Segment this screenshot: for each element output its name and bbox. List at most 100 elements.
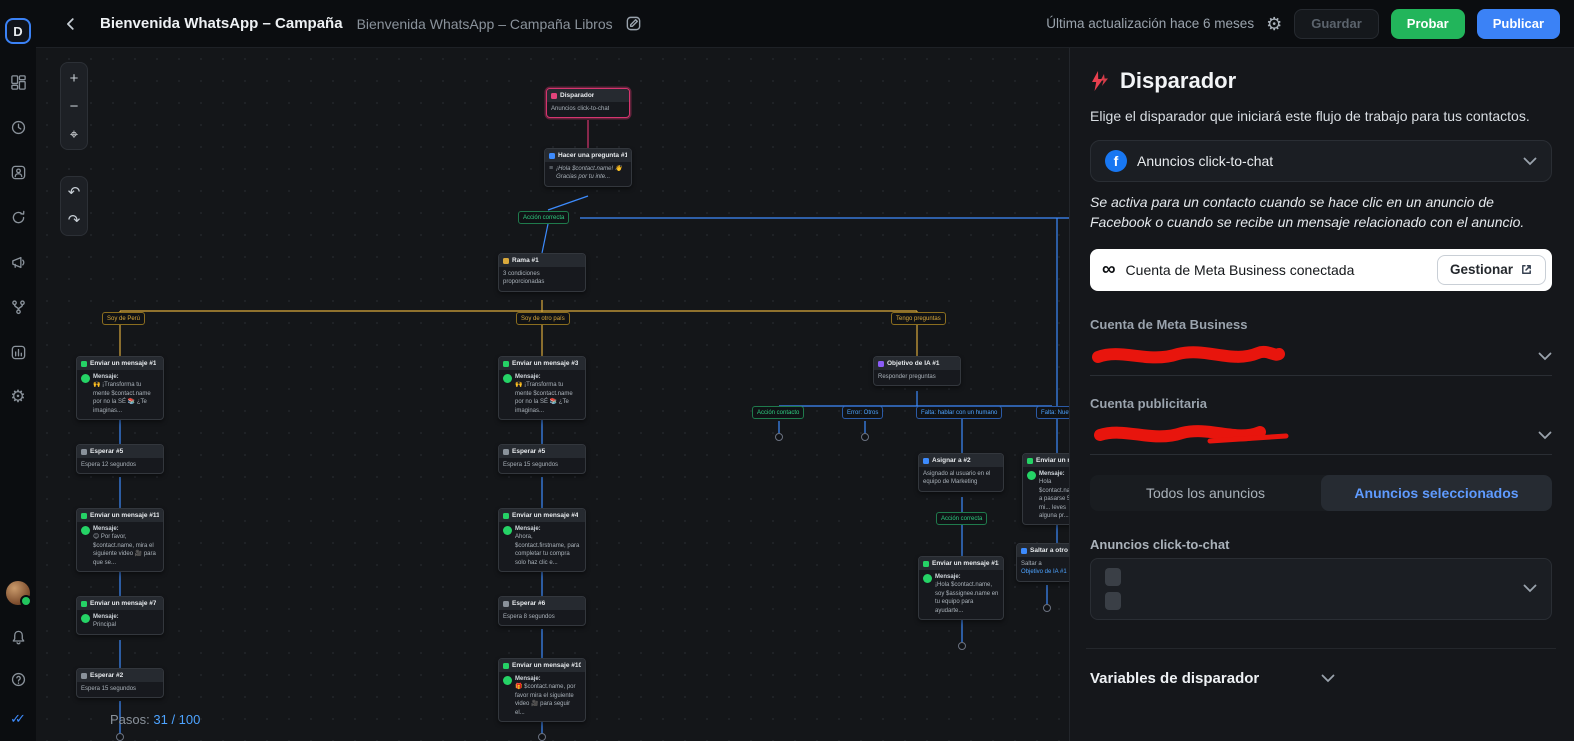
node-title: Enviar un mensaje #1 <box>90 360 157 367</box>
node-body-text: Mensaje:🎁 $contact.name, por favor mira … <box>515 676 576 716</box>
flow-title: Bienvenida WhatsApp – Campaña <box>100 15 343 32</box>
flow-branch-badge[interactable]: Tengo preguntas <box>891 312 946 325</box>
save-button[interactable]: Guardar <box>1294 8 1379 39</box>
trigger-variables-accordion[interactable]: Variables de disparador <box>1090 663 1552 695</box>
node-title: Objetivo de IA #1 <box>887 360 940 367</box>
settings-gear-icon[interactable]: ⚙ <box>10 387 26 406</box>
node-title: Esperar #5 <box>90 448 124 455</box>
flow-branch-badge[interactable]: Acción correcta <box>936 512 988 525</box>
history-icon[interactable] <box>8 117 28 137</box>
undo-button[interactable]: ↶ <box>67 183 81 201</box>
node-title: Enviar un mensaje #4 <box>512 512 579 519</box>
node-title: Enviar un mensaje #3 <box>512 360 579 367</box>
message-icon <box>923 560 929 567</box>
user-avatar[interactable] <box>6 581 32 607</box>
message-icon <box>503 512 509 519</box>
flow-branch-badge[interactable]: Error: Otros <box>842 406 884 419</box>
panel-divider <box>1086 647 1556 649</box>
chevron-down-icon <box>1523 157 1537 166</box>
workspace-logo[interactable]: D <box>5 18 31 44</box>
help-icon[interactable] <box>8 669 28 689</box>
tab-all-ads[interactable]: Todos los anuncios <box>1145 484 1266 501</box>
meta-connected-text: Cuenta de Meta Business conectada <box>1125 261 1355 278</box>
locate-button[interactable]: ⌖ <box>69 125 79 143</box>
question-icon <box>549 152 555 159</box>
flow-branch-badge[interactable]: Acción contacto <box>752 406 805 419</box>
top-bar: Bienvenida WhatsApp – Campaña Bienvenida… <box>36 0 1574 48</box>
flow-node-question[interactable]: Hacer una pregunta #1≡¡Hola $contact.nam… <box>544 148 632 187</box>
dashboard-icon[interactable] <box>8 72 28 92</box>
ad-account-select[interactable] <box>1090 417 1552 455</box>
facebook-icon: f <box>1105 150 1127 172</box>
node-title: Asignar a #2 <box>932 457 971 464</box>
zoom-out-button[interactable]: − <box>69 97 79 115</box>
node-body-text: Mensaje:😊 Por favor, $contact.name, mira… <box>93 526 156 566</box>
analytics-icon[interactable] <box>8 342 28 362</box>
trigger-icon <box>551 92 557 99</box>
flow-branch-badge[interactable]: Soy de Perú <box>102 312 146 325</box>
wait-icon <box>81 672 87 679</box>
node-body-text: Espera 8 segundos <box>503 614 555 620</box>
contacts-icon[interactable] <box>8 162 28 182</box>
double-check-icon[interactable]: ✓✓ <box>10 711 26 726</box>
flow-branch-badge[interactable]: Falta: Nuev... <box>1036 406 1069 419</box>
branch-icon <box>503 257 509 264</box>
back-button[interactable] <box>54 7 88 41</box>
tab-selected-ads[interactable]: Anuncios seleccionados <box>1321 474 1552 511</box>
trigger-settings-panel: Disparador Elige el disparador que inici… <box>1069 48 1574 741</box>
history-controls: ↶ ↷ <box>60 176 88 236</box>
app-sidebar: D ⚙ <box>0 0 36 741</box>
zoom-in-button[interactable]: + <box>69 69 79 87</box>
wait-icon <box>503 600 509 607</box>
flow-branch-badge[interactable]: Soy de otro país <box>516 312 570 325</box>
meta-icon: ∞ <box>1102 259 1116 281</box>
flows-icon[interactable] <box>8 297 28 317</box>
message-icon <box>81 512 87 519</box>
manage-button[interactable]: Gestionar <box>1436 254 1546 285</box>
automation-icon[interactable] <box>8 207 28 227</box>
activation-note: Se activa para un contacto cuando se hac… <box>1090 194 1525 231</box>
flow-node-message[interactable]: Enviar un men...Mensaje:Hola $contact.na… <box>1022 453 1069 526</box>
flow-settings-gear-icon[interactable]: ⚙ <box>1266 13 1283 34</box>
whatsapp-icon <box>503 374 512 383</box>
trigger-type-value: Anuncios click-to-chat <box>1137 153 1274 169</box>
ads-multiselect[interactable] <box>1090 557 1552 620</box>
broadcast-icon[interactable] <box>8 252 28 272</box>
redo-button[interactable]: ↷ <box>67 211 81 229</box>
whatsapp-icon <box>1027 471 1036 480</box>
test-button[interactable]: Probar <box>1390 8 1465 39</box>
trigger-type-select[interactable]: f Anuncios click-to-chat <box>1090 140 1552 182</box>
chevron-down-icon <box>1321 674 1552 683</box>
notifications-bell-icon[interactable] <box>8 627 28 647</box>
edit-title-icon[interactable] <box>625 15 642 32</box>
flow-branch-badge[interactable]: Falta: hablar con un humano <box>916 406 1003 419</box>
flow-node-wait[interactable]: Esperar #5 Espera 12 segundos <box>76 444 164 475</box>
meta-business-select[interactable] <box>1090 338 1552 376</box>
publish-button[interactable]: Publicar <box>1476 8 1560 39</box>
node-body-text: Espera 15 segundos <box>503 462 559 468</box>
node-body-text: Espera 12 segundos <box>81 462 137 468</box>
external-link-icon <box>1522 265 1531 275</box>
node-title: Enviar un mensaje #10 <box>512 662 581 669</box>
flow-branch-badge[interactable]: Acción correcta <box>518 211 570 224</box>
node-title: Esperar #2 <box>90 672 124 679</box>
ai-icon <box>878 360 884 367</box>
node-jump-link[interactable]: Objetivo de IA #1 <box>1021 569 1067 576</box>
